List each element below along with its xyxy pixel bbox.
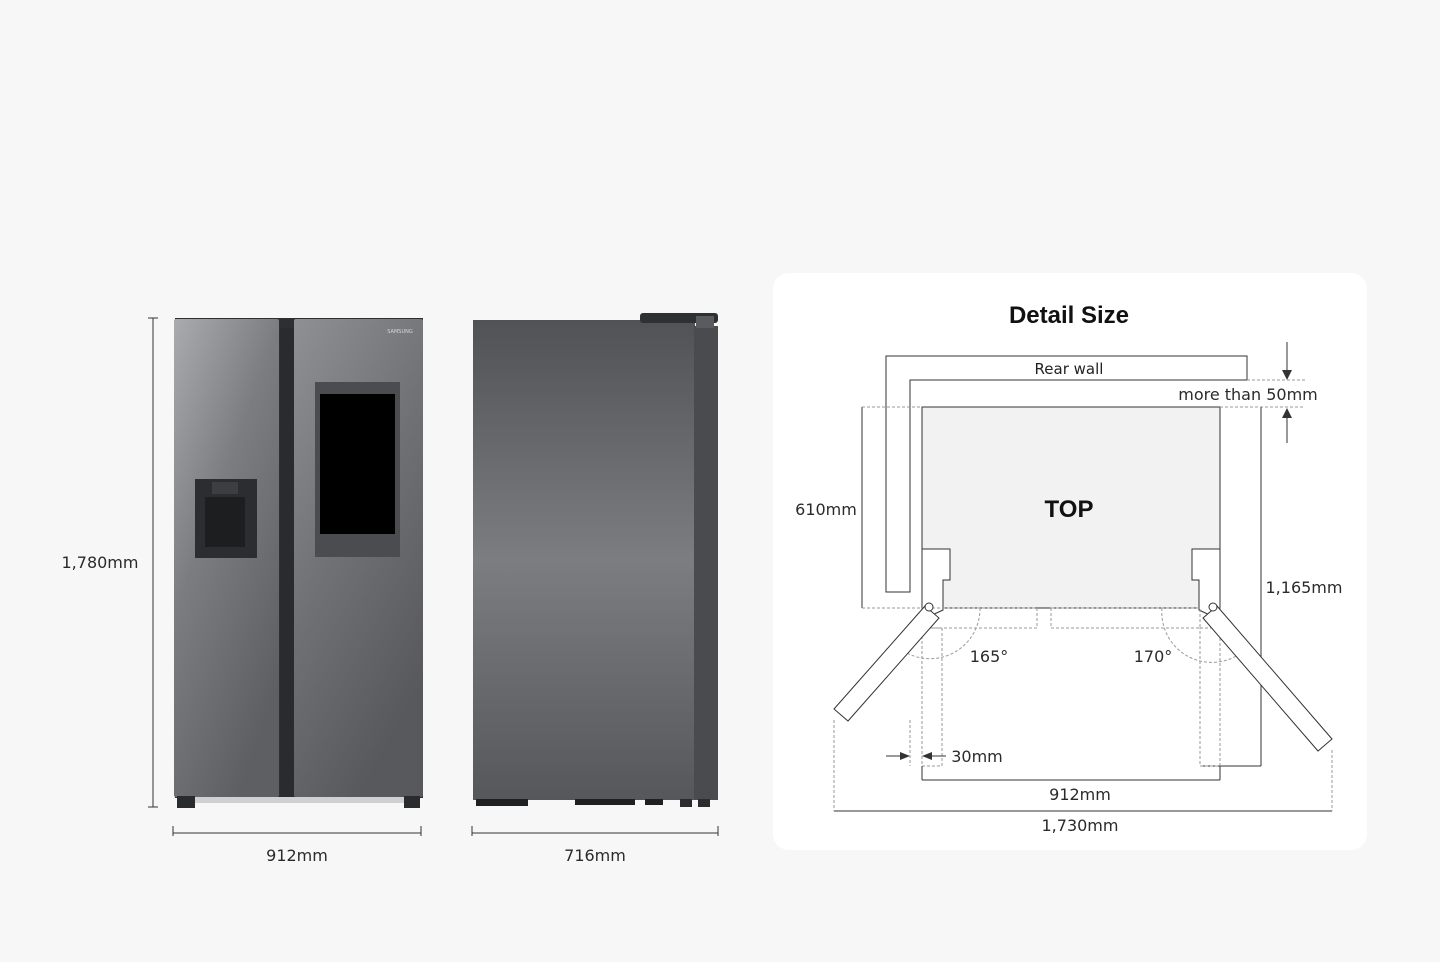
panel-title: Detail Size (1009, 302, 1129, 329)
width-912-dimension (921, 766, 1221, 781)
top-label: TOP (1045, 496, 1094, 523)
front-base (177, 796, 420, 808)
depth-dimension-line (471, 826, 719, 836)
depth-610-dimension (861, 406, 922, 609)
right-hinge (1191, 548, 1221, 618)
width-1730-dimension (833, 720, 1333, 812)
depth-1165-label: 1,165mm (1266, 578, 1343, 597)
right-hinge-pin (1208, 602, 1218, 612)
family-hub-screen (315, 382, 400, 557)
rear-wall-label: Rear wall (1035, 360, 1104, 378)
clearance-label: more than 50mm (1178, 385, 1318, 404)
left-angle-label: 165° (970, 647, 1009, 666)
rear-wall (885, 355, 1248, 593)
depth-label: 716mm (564, 846, 626, 865)
height-dimension-line (148, 317, 158, 808)
left-open-door (833, 605, 940, 722)
clearance-arrows (1220, 342, 1305, 443)
depth-610-label: 610mm (795, 500, 857, 519)
side-base (476, 799, 710, 807)
front-view: 1,780mm SAMSUNG 912mm (62, 317, 423, 865)
height-label: 1,780mm (62, 553, 139, 572)
right-angle-label: 170° (1134, 647, 1173, 666)
width-label: 912mm (266, 846, 328, 865)
gap-30-label: 30mm (951, 747, 1003, 766)
water-dispenser (195, 479, 257, 558)
detail-size-panel: Detail Size Rear wall more than 50mm TOP… (773, 273, 1367, 850)
width-912-label: 912mm (1049, 785, 1111, 804)
brand-logo: SAMSUNG (387, 329, 413, 335)
left-hinge-pin (924, 602, 934, 612)
door-gap (280, 328, 294, 797)
gap-30-dimension (886, 720, 946, 766)
side-view: 716mm (471, 313, 719, 865)
width-1730-label: 1,730mm (1042, 816, 1119, 835)
fridge-top (921, 406, 1221, 609)
door-edge (694, 326, 718, 800)
side-panel (473, 320, 695, 800)
width-dimension-line (172, 826, 422, 836)
